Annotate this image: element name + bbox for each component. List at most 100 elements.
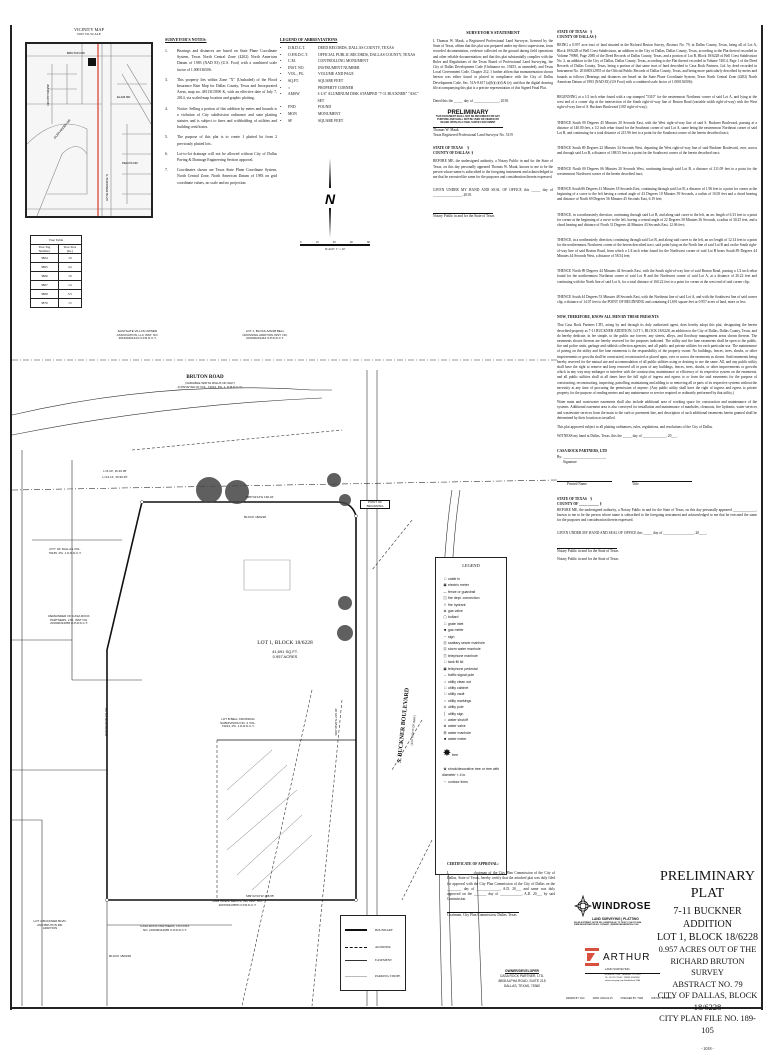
legend-label: water valve: [448, 724, 466, 729]
abbr-key: FND: [288, 105, 296, 110]
adjoiner-owner: RAM INVESTMENTS, INC INST. NO. 200700213…: [212, 899, 263, 907]
description-paragraph: THENCE South 00 Degrees 45 Minutes 20 Se…: [557, 120, 757, 136]
curve-label: L=6.33', R=10.05': [103, 469, 127, 473]
legend-label: tank fill lid: [448, 660, 464, 665]
note-text: Bearings and distances are based on Stat…: [177, 49, 277, 72]
owner-name: CASA ROCK PARTNERS, LTD: [557, 449, 607, 454]
abbr-item: •SQ.FT.SQUARE FEET: [280, 78, 344, 83]
state-label: STATE OF TEXAS: [557, 497, 587, 502]
section-mark: §: [594, 35, 597, 40]
windrose-address: 220 ELM STREET, SUITE 200 | LEWISVILLE, …: [574, 922, 642, 924]
section-mark: §: [590, 30, 593, 34]
section-mark: §: [599, 502, 602, 507]
scale-label: SCALE: 1" = 20': [324, 247, 346, 251]
section-mark: §: [471, 151, 474, 156]
vicinity-map-title: VICINITY MAP: [74, 27, 104, 32]
legend-symbol-icon: ▢: [443, 615, 447, 620]
tree-tag: 3867: [30, 280, 59, 290]
notary-signature-label: Notary Public in and for the State of Te…: [433, 213, 495, 218]
dedication-title: NOW, THEREFORE, KNOW ALL MEN BY THESE PR…: [557, 315, 659, 320]
legend-item: →traffic signal pole: [442, 672, 506, 678]
scale-tick: 20: [332, 240, 336, 244]
vicinity-map: BRUTON RD S. BUCKNER BLVD ELAM RD GLEN A…: [25, 42, 153, 218]
legend-label: water manhole: [448, 730, 471, 735]
vicinity-street-label: PECOS DR: [122, 161, 139, 165]
point-of-beginning: POINT OF BEGINNING: [360, 500, 390, 510]
abbr-key: D.R.D.C.T.: [288, 46, 306, 50]
legend-symbol-icon: ◫: [443, 596, 447, 601]
bearing-label: S00°45'20"E 215.96': [334, 708, 339, 736]
note-number: 5.: [165, 135, 168, 140]
legend-symbol-icon: ⊗: [443, 609, 447, 614]
legend-symbol-icon: □: [443, 685, 447, 690]
adjoiner-owner: LOT 1, BLOCK A/6228 BELL CROSSING ADDITI…: [242, 329, 288, 341]
abbr-value: PROPERTY CORNER: [318, 85, 354, 90]
legend-symbol-icon: □: [443, 660, 447, 665]
legend-label: utility sign: [448, 711, 464, 716]
abbr-value: SQUARE FEET: [318, 118, 344, 123]
legend-item: −sign: [442, 634, 506, 640]
abbr-key: AMSW: [287, 92, 300, 97]
lot-acres: 0.957 ACRES: [272, 654, 298, 659]
notary-text: BEFORE ME, the undersigned authority, a …: [557, 507, 757, 522]
tree-size: 24: [57, 262, 83, 272]
legend-title: LEGEND: [462, 563, 480, 568]
legend-symbol-icon: −: [443, 634, 447, 639]
abbr-item: •VOL., PG.VOLUME AND PAGE: [280, 72, 354, 77]
certificate-signature-label: Chairman, City Plan Commission, Dallas, …: [447, 913, 517, 918]
property-description: STATE OF TEXAS § COUNTY OF DALLAS § BEIN…: [557, 30, 757, 562]
legend-label: cable tv: [448, 577, 461, 581]
note-text: This property lies within Zone "X" (Unsh…: [177, 77, 277, 101]
description-paragraph: THENCE, in a northeasterly direction, co…: [557, 238, 757, 258]
legend-symbol-icon: ✸: [442, 747, 452, 759]
legend-item: □utility vault: [442, 691, 506, 697]
sheet-border-right: [761, 25, 763, 1010]
legend-item: □tank fill lid: [442, 659, 506, 665]
adjoiner-owner: EASTGATE VILLAS OWNER ASSOCIATION, LLC I…: [116, 329, 159, 341]
legend-item: ✸tree: [442, 747, 506, 759]
line-legend-label: PARKING STRIPE: [375, 974, 401, 978]
legend-item: —fence or guardrail: [442, 589, 506, 595]
legend-symbol-icon: □: [443, 577, 447, 581]
abbr-value: DEED RECORDS, DALLAS COUNTY, TEXAS: [318, 46, 394, 50]
legend-label: telephone manhole: [448, 653, 478, 658]
legend-item: ◫fire dept. connection: [442, 595, 506, 601]
city-plan-file: CITY PLAN FILE NO. 189-105: [659, 1014, 756, 1035]
tree-tag: 3866: [30, 271, 59, 281]
symbol-legend: LEGEND □cable tv▣electric meter—fence or…: [435, 557, 507, 875]
state-label: STATE OF TEXAS: [433, 146, 463, 151]
vicinity-street-label: ELAM RD: [117, 95, 131, 99]
signature-line: By: ________________________: [557, 454, 607, 459]
legend-symbol-icon: Ⓣ: [443, 653, 447, 658]
state-label: STATE OF TEXAS: [557, 30, 587, 34]
note-number: 4.: [165, 106, 168, 111]
description-paragraph: BEGINNING at a 1/2 inch rebar found with…: [557, 95, 757, 110]
county-label: COUNTY OF DALLAS: [433, 151, 470, 156]
abbr-value: 3-1/4" ALUMINUM DISK STAMPED "7-11 BUCKN…: [317, 92, 419, 103]
lot-area: 41,691 SQ.FT.: [272, 649, 298, 654]
job-number: JOB NO.: 201800217: [650, 997, 674, 1000]
line-legend: BOUNDARY ADJOINER EASEMENT PARKING STRIP…: [340, 915, 406, 991]
abbr-item: •D.R.D.C.T.DEED RECORDS, DALLAS COUNTY, …: [280, 46, 394, 50]
adjoiner-lot: LOT 1 BUCKNER BLVD. AND BRUTON RD. ADDIT…: [33, 919, 67, 931]
legend-symbol-icon: ▣: [443, 583, 447, 588]
legend-item: ∼contour lines: [442, 779, 506, 785]
tree-size: 15: [57, 298, 83, 308]
legend-label: utility vault: [448, 692, 465, 697]
abbr-key: O.P.R.D.C.T.: [288, 52, 308, 57]
abbr-key: ○: [288, 85, 291, 90]
legend-item: ▢bollard: [442, 614, 506, 620]
legend-label: telephone pedestal: [448, 666, 478, 671]
abbr-key: C.M.: [288, 59, 296, 64]
legend-item: ○utility markings: [442, 698, 506, 704]
addition-name: 7-11 BUCKNER ADDITION: [673, 906, 742, 930]
plat-title: PRELIMINARY PLAT: [660, 869, 755, 901]
legend-item: ⊗gas valve: [442, 608, 506, 614]
surveyor-statement: SURVEYOR'S STATEMENT I, Thomas W. Mauk, …: [433, 30, 553, 219]
vicinity-map-subtitle: NOT TO SCALE: [77, 32, 101, 36]
acreage: 0.957 ACRES OUT OF THE: [658, 945, 757, 954]
tree-table-header: Tree Tag Number: [30, 244, 59, 254]
legend-item: ○water shutoff: [442, 717, 506, 723]
